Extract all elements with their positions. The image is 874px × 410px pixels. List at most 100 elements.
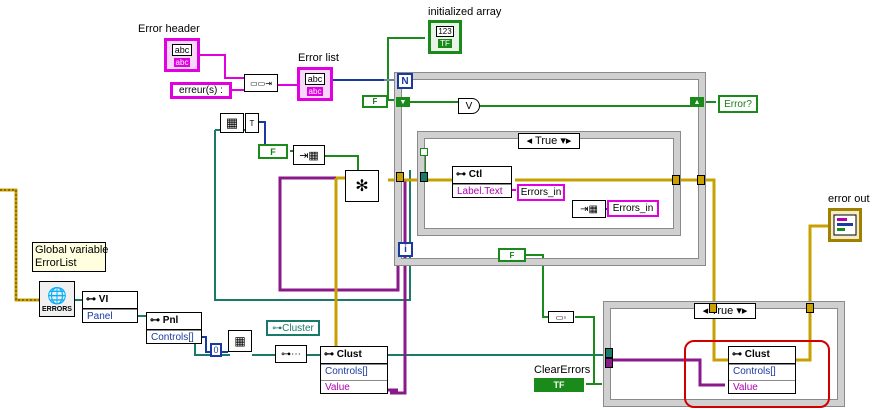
bool-wire (387, 37, 425, 100)
bool-type-tag: TF (438, 39, 452, 48)
error-tunnel (806, 303, 814, 313)
property-class: Ctl (468, 169, 483, 180)
ref-icon: ⊶ (150, 315, 163, 326)
shift-register-left[interactable]: ▼ (396, 97, 410, 107)
index-array-node[interactable]: ▦ (228, 330, 252, 352)
initialize-array-node[interactable]: ⇥▦ (293, 145, 325, 165)
case-selector-outer[interactable]: ◂ True ▾▸ (694, 303, 756, 319)
initialized-array-indicator[interactable]: 123 TF (428, 20, 462, 54)
error-cluster-icon (833, 214, 857, 236)
property-node-header: ⊶ Pnl (147, 313, 201, 330)
refnum-wire (214, 130, 411, 301)
cluster-class-constant[interactable]: ⊶Cluster (266, 320, 320, 336)
property-row[interactable]: Value (321, 380, 387, 396)
pnl-property-node[interactable]: ⊶ Pnl Controls[] (146, 312, 202, 344)
error-header-label: Error header (138, 23, 200, 35)
case-dropdown-arrow[interactable]: ▾▸ (736, 305, 748, 317)
property-row[interactable]: Controls[] (147, 330, 201, 346)
clust-property-node-case[interactable]: ⊶ Clust Controls[] Value (728, 346, 796, 394)
refnum-tunnel (420, 172, 428, 182)
property-row[interactable]: Controls[] (729, 364, 795, 380)
ref-icon: ⊶ (324, 349, 337, 360)
error-q-indicator[interactable]: Error? (718, 95, 758, 113)
cluster-tunnel (605, 358, 613, 368)
case-value: True (535, 135, 558, 147)
cluster-wire (610, 358, 725, 387)
false-label: F (270, 146, 276, 157)
ref-icon: ⊶ (456, 169, 469, 180)
errors-in-array[interactable]: Errors_in (607, 200, 659, 217)
property-class: Pnl (162, 315, 179, 326)
string-icon: abc (171, 43, 193, 56)
concat-icon: ▭▭⇥ (250, 78, 272, 88)
error-tunnel (396, 172, 404, 182)
array-wire (200, 336, 210, 353)
false-label: F (372, 97, 378, 106)
string-type-tag: abc (306, 86, 324, 96)
index-constant[interactable]: 0 (210, 343, 222, 357)
string-icon: abc (304, 72, 326, 85)
to-more-specific-class-node[interactable]: ⊶⋯ (275, 345, 307, 363)
transpose-icon: T (245, 113, 259, 133)
case-selector-inner[interactable]: ◂ True ▾▸ (518, 133, 580, 149)
false-constant[interactable]: F (498, 248, 526, 262)
concatenate-strings-node[interactable]: ▭▭⇥ (244, 74, 278, 92)
error-tunnel (709, 303, 717, 313)
property-row[interactable]: Label.Text (453, 184, 511, 200)
error-wire (0, 189, 40, 301)
ref-icon: ⊶ (732, 349, 745, 360)
search-array-node[interactable]: ✻ (345, 170, 379, 202)
property-class: Clust (744, 349, 770, 360)
loop-count-terminal[interactable]: N (397, 73, 413, 89)
case-selector-terminal (420, 148, 428, 156)
not-function-icon[interactable]: ▭◦ (548, 311, 574, 323)
error-header-control[interactable]: abc abc (164, 38, 200, 72)
ref-icon: ⊶ (272, 322, 283, 334)
bool-type-tag: TF (553, 380, 565, 390)
refnum-tunnel (605, 348, 613, 358)
global-variable-node[interactable]: 🌐 ERRORS (39, 281, 75, 317)
shift-register-right[interactable]: ▲ (690, 97, 704, 107)
property-node-header: ⊶ Ctl (453, 167, 511, 184)
clear-errors-label: ClearErrors (534, 364, 591, 376)
global-tag: ERRORS (42, 305, 72, 313)
erreurs-string-constant[interactable]: erreur(s) : (170, 82, 232, 99)
property-row[interactable]: Controls[] (321, 364, 387, 380)
initialized-array-label: initialized array (428, 6, 502, 18)
for-loop-frame (395, 73, 705, 265)
error-wire (795, 224, 830, 362)
or-function-icon[interactable]: V (458, 98, 480, 114)
global-variable-tooltip: Global variable ErrorList (32, 242, 108, 272)
case-prev-arrow[interactable]: ◂ (702, 305, 709, 317)
cluster-wire (278, 175, 400, 292)
property-node-header: ⊶ Clust (729, 347, 795, 364)
false-constant[interactable]: F (258, 144, 288, 159)
vi-property-node[interactable]: ⊶ VI Panel (82, 291, 138, 323)
ctl-property-node[interactable]: ⊶ Ctl Label.Text (452, 166, 512, 198)
property-row[interactable]: Value (729, 380, 795, 396)
error-tunnel (697, 175, 705, 185)
array-subset-icon[interactable]: ▦ (220, 113, 244, 133)
array-index-icon: 123 (436, 26, 454, 37)
false-label: F (509, 250, 515, 260)
string-wire (200, 54, 245, 79)
false-constant[interactable]: F (362, 95, 388, 108)
error-out-indicator[interactable] (828, 208, 862, 242)
property-node-header: ⊶ Clust (321, 347, 387, 364)
build-array-node[interactable]: ⇥▦ (572, 200, 606, 218)
clust-property-node[interactable]: ⊶ Clust Controls[] Value (320, 346, 388, 394)
globe-icon: 🌐 (47, 287, 67, 305)
error-tunnel (672, 175, 680, 185)
error-list-indicator[interactable]: abc abc (297, 67, 333, 101)
clear-errors-control[interactable]: TF (534, 378, 584, 392)
case-prev-arrow[interactable]: ◂ (526, 135, 533, 147)
errors-in-string[interactable]: Errors_in (517, 184, 565, 201)
property-row[interactable]: Panel (83, 309, 137, 325)
error-out-label: error out (828, 193, 870, 205)
error-wire (700, 178, 728, 362)
property-node-header: ⊶ VI (83, 292, 137, 309)
case-dropdown-arrow[interactable]: ▾▸ (560, 135, 572, 147)
bool-wire (525, 254, 548, 318)
